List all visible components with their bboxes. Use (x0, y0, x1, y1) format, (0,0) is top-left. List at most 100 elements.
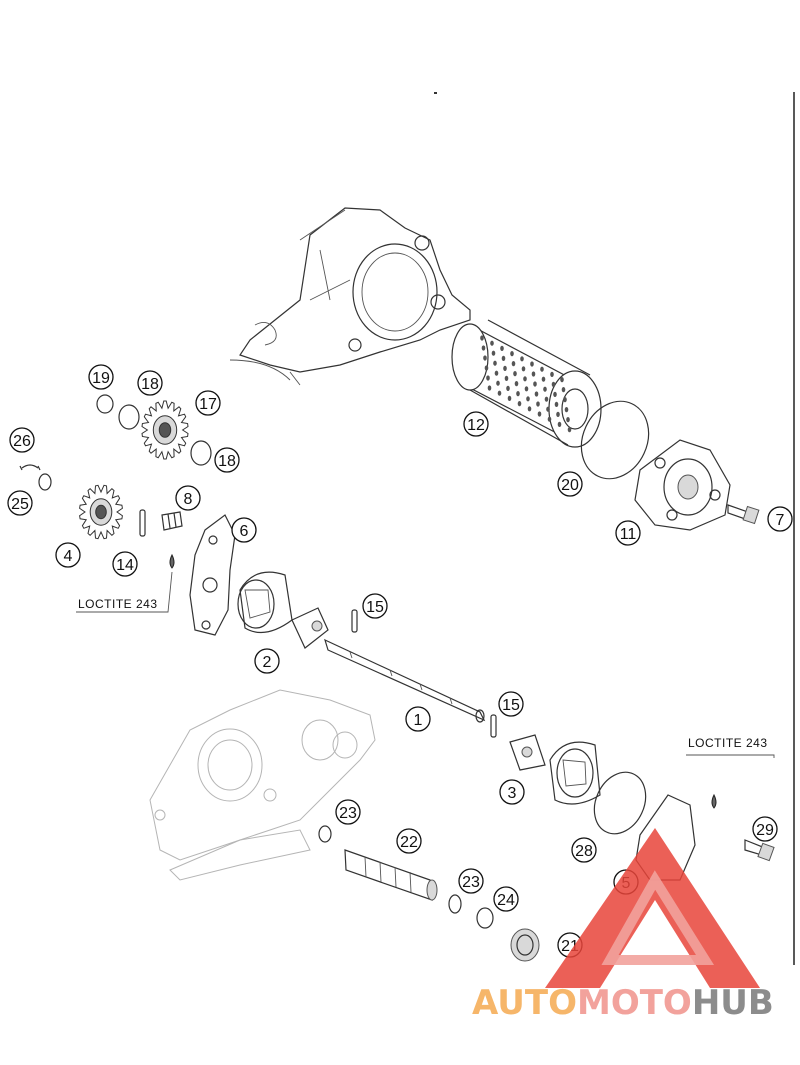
callout-number: 6 (240, 523, 249, 540)
callout-4: 4 (55, 542, 81, 568)
filter-hole (556, 411, 560, 417)
callout-circle (498, 691, 524, 717)
callout-circle (463, 411, 489, 437)
callout-circle (396, 828, 422, 854)
filter-hole (546, 406, 550, 412)
callout-22: 22 (396, 828, 422, 854)
o-ring-23-left (318, 825, 332, 843)
filter-hole (534, 391, 539, 397)
washer-18-left (118, 404, 140, 430)
callout-number: 15 (502, 697, 520, 714)
callout-circle (214, 447, 240, 473)
filter-hole (540, 366, 544, 372)
o-ring-20 (580, 400, 650, 480)
filter-hole (536, 401, 540, 407)
watermark-text: AUTOMOTOHUB (472, 983, 774, 1023)
filter-hole (490, 340, 494, 346)
filter-hole (516, 391, 520, 397)
pump-shaft-1 (324, 638, 486, 723)
filter-hole (504, 375, 509, 381)
callout-circle (175, 485, 201, 511)
filter-hole (520, 356, 524, 362)
filter-hole (517, 401, 522, 407)
callout-circle (7, 490, 33, 516)
oil-filter (451, 319, 602, 448)
filter-hole (550, 371, 554, 377)
callout-circle (557, 471, 583, 497)
callout-number: 23 (462, 874, 480, 891)
filter-hole (560, 377, 564, 383)
filter-hole (567, 427, 572, 433)
gear-bore (158, 422, 172, 438)
filter-hole (493, 360, 497, 366)
filter-hole (533, 381, 537, 387)
gear-17 (141, 400, 189, 460)
callout-number: 18 (141, 376, 159, 393)
gear-bore (95, 504, 107, 520)
filter-hole (491, 350, 496, 356)
callout-circle (499, 779, 525, 805)
filter-hole (486, 375, 490, 381)
callout-1: 1 (405, 706, 431, 732)
filter-hole (514, 381, 519, 387)
callout-14: 14 (112, 551, 138, 577)
filter-hole (484, 365, 489, 371)
oil-pump-rotor-upper (237, 571, 329, 649)
watermark-text-moto: MOTO (577, 983, 692, 1023)
circlip-26 (19, 464, 41, 471)
callout-circle (405, 706, 431, 732)
callout-circle (458, 868, 484, 894)
filter-hole (561, 387, 566, 393)
callout-number: 11 (620, 526, 637, 543)
callout-18: 18 (137, 370, 163, 396)
filter-hole (524, 386, 529, 392)
filter-hole (530, 361, 534, 367)
stray-mark (434, 92, 437, 94)
filter-hole (531, 371, 536, 377)
filter-hole (557, 421, 562, 427)
callout-circle (137, 370, 163, 396)
filter-hole (537, 411, 542, 417)
callout-circle (254, 648, 280, 674)
callout-15: 15 (362, 593, 388, 619)
callout-26: 26 (9, 427, 35, 453)
pin-14 (139, 509, 146, 537)
callout-circle (9, 427, 35, 453)
callout-circle (195, 390, 221, 416)
loctite-left-leader (76, 571, 173, 613)
callout-12: 12 (463, 411, 489, 437)
callout-circle (752, 816, 778, 842)
bolt-7 (727, 504, 760, 525)
watermark-logo (545, 828, 760, 988)
o-ring-28 (593, 771, 647, 835)
circlip-19 (96, 394, 114, 414)
oil-pump-rotor-lower (509, 734, 601, 805)
filter-hole (507, 395, 512, 401)
callout-circle (335, 799, 361, 825)
filter-hole (503, 365, 507, 371)
callout-20: 20 (557, 471, 583, 497)
watermark-triangle-outer (545, 828, 760, 988)
callout-18: 18 (214, 447, 240, 473)
watermark-triangle-inner (601, 870, 715, 965)
callout-3: 3 (499, 779, 525, 805)
filter-hole (521, 366, 526, 372)
filter-hole (497, 390, 502, 396)
callout-number: 24 (497, 892, 515, 909)
filter-hole (551, 381, 556, 387)
filter-hole (501, 355, 506, 361)
callout-circle (55, 542, 81, 568)
callout-circle (767, 506, 793, 532)
filter-hole (563, 397, 567, 403)
callout-number: 23 (339, 805, 357, 822)
pin-15-upper (351, 609, 358, 633)
washer-25 (38, 473, 52, 491)
callout-number: 25 (11, 496, 29, 513)
callout-7: 7 (767, 506, 793, 532)
filter-hole (541, 376, 546, 382)
filter-hole (543, 386, 547, 392)
gear-4 (79, 484, 123, 540)
filter-hole (513, 371, 517, 377)
callout-2: 2 (254, 648, 280, 674)
